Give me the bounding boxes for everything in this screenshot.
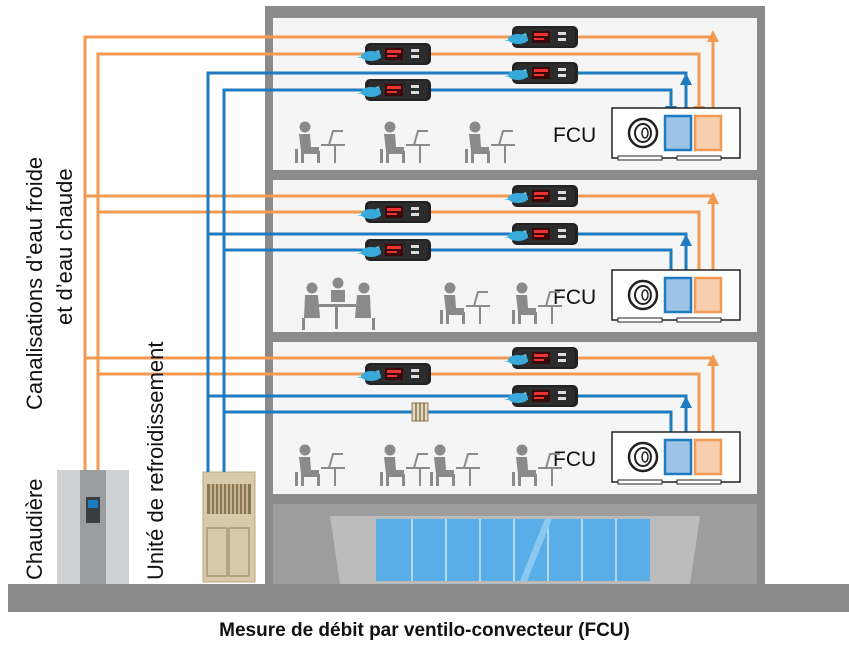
cold-water-pipes [206, 71, 688, 472]
fcu-unit-1: FCU [553, 431, 741, 485]
fan-coil-unit-icon [627, 117, 659, 149]
lobby-glass [376, 519, 650, 581]
flow-meter-icon [357, 43, 431, 65]
flow-meter-icon [504, 385, 578, 407]
fan-coil-unit-icon [627, 441, 659, 473]
diagram-caption: Mesure de débit par ventilo-convecteur (… [219, 620, 630, 641]
flow-meter-icon [504, 26, 578, 48]
fcu-unit-2: FCU [553, 269, 741, 323]
flow-meter-icon [504, 347, 578, 369]
ground [8, 584, 849, 612]
flow-meter-icon [357, 239, 431, 261]
boiler-label: Chaudière [22, 478, 47, 580]
flow-meter-icon [357, 363, 431, 385]
flow-meter-icon [357, 201, 431, 223]
fcu-unit-3: FCU [553, 107, 741, 161]
pipes-label-line1: Canalisations d’eau froide [22, 156, 47, 410]
fan-coil-unit-icon [627, 279, 659, 311]
fcu-label: FCU [553, 124, 596, 147]
flow-meter-icon [504, 223, 578, 245]
fcu-label: FCU [553, 286, 596, 309]
fcu-label: FCU [553, 448, 596, 471]
flow-meter-icon [357, 79, 431, 101]
boiler-icon [57, 470, 129, 584]
flow-meter-icon [504, 62, 578, 84]
flow-meter-icon [504, 185, 578, 207]
small-flow-meter-icon [411, 402, 429, 422]
pipes-label-line2: et d’eau chaude [52, 168, 77, 325]
chiller-label: Unité de refroidissement [143, 341, 168, 580]
meeting-group-icon [302, 277, 375, 330]
cooling-unit-icon [202, 471, 256, 583]
